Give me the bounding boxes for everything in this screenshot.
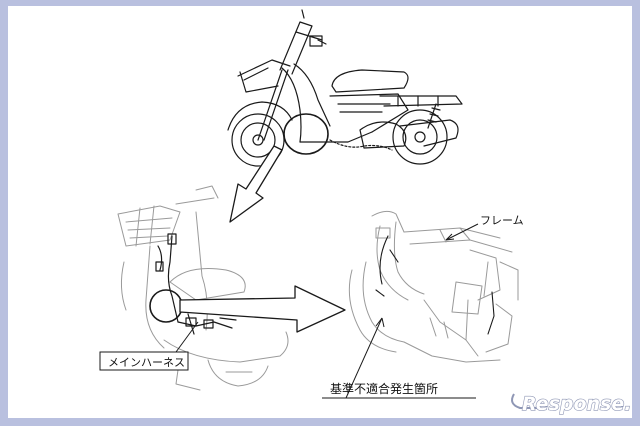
arrow-to-detail <box>179 285 346 333</box>
watermark-text: Response. <box>522 393 631 415</box>
frame-detail-view <box>348 210 519 363</box>
watermark-swoosh-icon <box>511 393 540 409</box>
frame-label-leader <box>445 223 479 241</box>
main-harness-wiring <box>149 233 237 335</box>
main-harness-label-box: メインハーネス <box>99 351 189 371</box>
defect-location-leader <box>322 317 476 399</box>
diagram-canvas: フレーム メインハーネス 基準不適合発生箇所 Response. <box>8 6 632 418</box>
scooter-front-view <box>117 185 289 391</box>
defect-location-label: 基準不適合発生箇所 <box>330 381 438 396</box>
frame-label: フレーム <box>480 214 524 227</box>
arrow-top-to-middle <box>229 145 283 223</box>
response-watermark: Response. <box>511 392 632 416</box>
scooter-side-view <box>227 9 463 167</box>
frame-detail-harness <box>375 235 495 335</box>
recall-diagram: フレーム メインハーネス 基準不適合発生箇所 Response. <box>99 9 632 416</box>
main-harness-leader <box>175 321 199 353</box>
main-harness-label: メインハーネス <box>108 356 185 369</box>
